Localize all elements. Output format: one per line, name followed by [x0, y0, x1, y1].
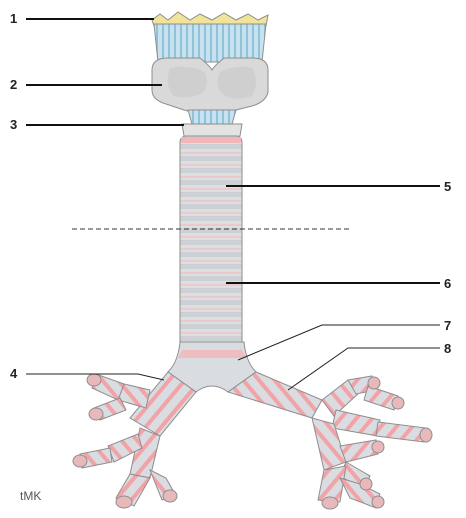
right-middle-branch-shape [332, 410, 380, 436]
label-8: 8 [444, 341, 451, 356]
thyroid-shading-shape [168, 67, 207, 98]
opening-shape [392, 397, 404, 409]
label-7: 7 [444, 318, 451, 333]
cricothyroid-membrane-shape [188, 110, 236, 124]
opening-shape [372, 441, 384, 453]
label-4: 4 [10, 366, 18, 381]
opening-shape [368, 377, 380, 389]
carina-ring-shape [178, 350, 246, 358]
opening-shape [89, 408, 103, 420]
thyroid-shading-shape-right [217, 67, 256, 99]
opening-shape [360, 478, 372, 490]
right-lower-twig-shape [340, 440, 378, 462]
artist-signature: tMK [20, 489, 41, 503]
opening-shape [87, 374, 101, 386]
opening-shape [420, 428, 432, 442]
label-6: 6 [444, 276, 451, 291]
label-3: 3 [10, 117, 17, 132]
opening-shape [73, 455, 87, 467]
label-1: 1 [10, 11, 17, 26]
trachea-tube-shape [180, 136, 242, 346]
opening-shape [372, 496, 384, 508]
trachea-top-pink-shape [181, 137, 241, 143]
label-2: 2 [10, 77, 17, 92]
opening-shape [116, 496, 132, 508]
label-5: 5 [444, 179, 451, 194]
opening-shape [322, 497, 338, 509]
thyrohyoid-membrane-shape [154, 24, 266, 62]
right-middle-twig-shape [376, 422, 426, 442]
opening-shape [163, 490, 177, 502]
right-bottom-twig-shape [318, 466, 346, 502]
